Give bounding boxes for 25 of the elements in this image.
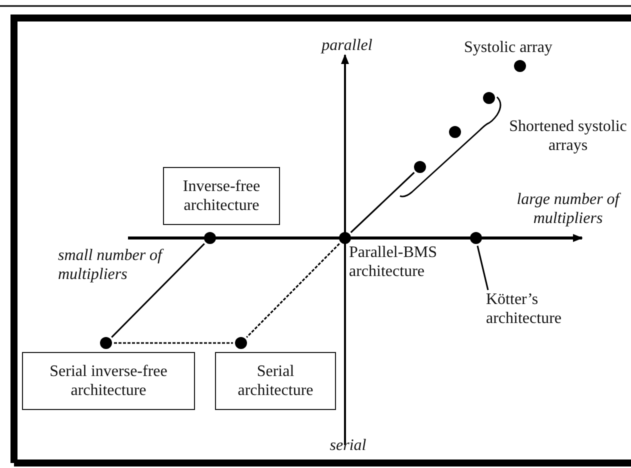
point-label: Parallel-BMS architecture [349,243,438,282]
connector-line [111,243,205,338]
point-dot [204,232,216,244]
connector-line [114,342,233,344]
architecture-label: Kötter’s architecture [486,290,586,328]
point-dot [449,126,461,138]
axis-label: large number of multipliers [516,190,622,228]
axis-label: serial [328,436,368,456]
label-box: Serial architecture [215,352,336,410]
label-box: Inverse-free architecture [163,167,280,225]
leader-line [476,246,489,290]
point-dot [470,232,482,244]
point-dot [483,92,495,104]
point-dot [414,161,426,173]
point-dot [339,232,351,244]
connector-line [350,172,415,234]
axis-label: parallel [320,36,374,56]
axis-label: small number of multipliers [58,246,165,284]
point-dot [514,60,526,72]
connector-line [246,243,340,338]
point-dot [100,337,112,349]
bracket-label: Shortened systolic arrays [508,117,628,156]
label-box: Serial inverse-free architecture [22,352,195,410]
point-label: Systolic array [464,38,554,58]
point-dot [235,337,247,349]
